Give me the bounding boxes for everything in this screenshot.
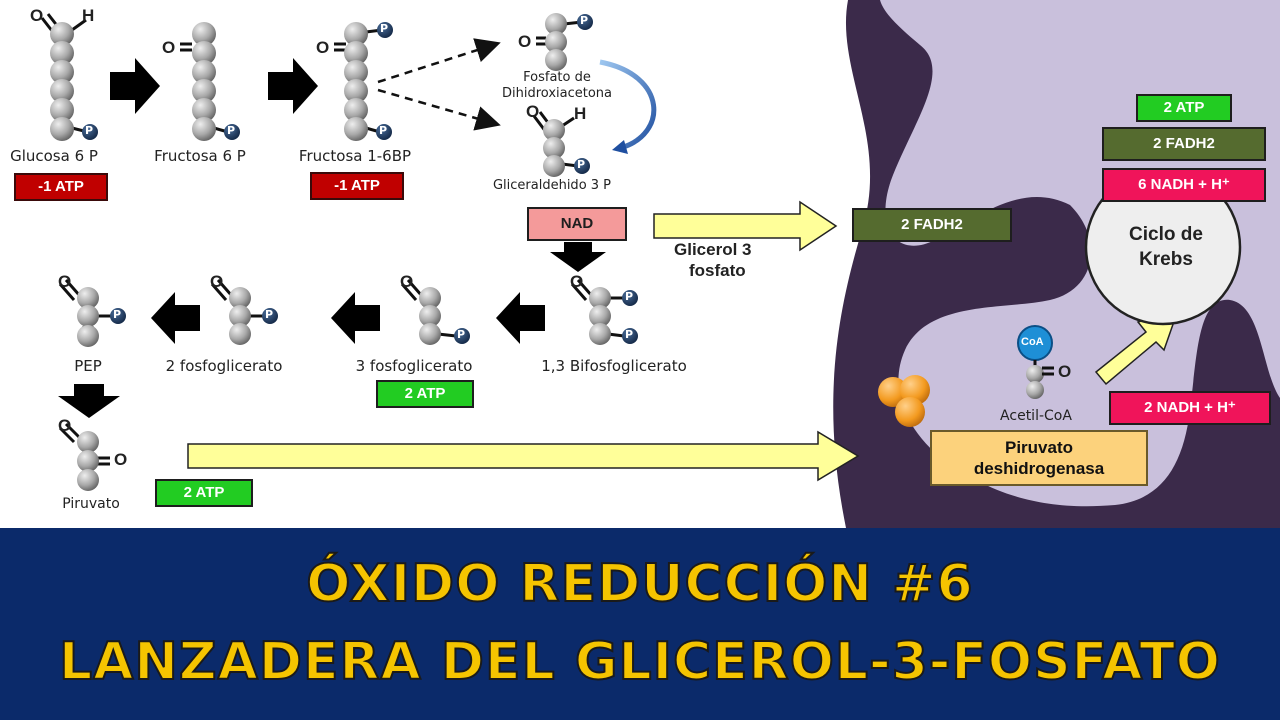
fructosa-16bp-molecule (334, 22, 393, 141)
acetilcoa-molecule (1017, 325, 1054, 399)
atom-p-2pg: P (265, 308, 274, 321)
label-gliceraldehido-3p: Gliceraldehido 3 P (492, 178, 612, 193)
glucosa-6p-molecule (40, 13, 98, 141)
step-arrow-2 (268, 58, 318, 114)
krebs-label-line2: Krebs (1139, 249, 1193, 270)
dashed-arrow-lower (377, 88, 501, 131)
mitochondrion-matrix (880, 0, 1280, 507)
atom-o-pep: O (58, 272, 72, 291)
fadh2-badge-shuttle: 2 FADH2 (852, 208, 1012, 242)
atom-o-g3p: O (526, 102, 540, 121)
piruvato-yellow-arrow (187, 430, 860, 482)
isomerase-curved-arrow (599, 59, 657, 151)
atom-p1-bpg: P (625, 290, 634, 303)
label-dhap-line2: Dihidroxiacetona (501, 86, 613, 101)
atp-gain-badge-piruvato: 2 ATP (155, 479, 253, 507)
step-arrow-6 (58, 384, 120, 418)
atom-o-dhap: O (518, 32, 532, 51)
nadh-badge-krebs: 6 NADH + H⁺ (1102, 168, 1266, 202)
label-dhap-line1: Fosfato de (523, 70, 591, 85)
acetilcoa-yellow-arrow (1094, 308, 1180, 386)
atp-cost-badge-1: -1 ATP (14, 173, 108, 201)
fructosa-6p-molecule (180, 22, 240, 141)
atp-badge-krebs: 2 ATP (1136, 94, 1232, 122)
atom-o-acetilcoa: O (1058, 362, 1072, 381)
atom-p-pep: P (113, 308, 122, 321)
label-fructosa-16bp: Fructosa 1-6BP (298, 147, 412, 165)
atp-cost-badge-2: -1 ATP (310, 172, 404, 200)
nad-down-arrow (550, 242, 606, 272)
atom-o-fructosa16bp: O (316, 38, 330, 57)
step-arrow-1 (110, 58, 160, 114)
atom-o-fructosa6p: O (162, 38, 176, 57)
label-bifosfoglicerato: 1,3 Bifosfoglicerato (541, 357, 687, 375)
step-arrow-5 (151, 292, 200, 344)
atom-p2-fructosa16bp: P (379, 124, 388, 137)
piruvato-molecule (58, 422, 110, 491)
step-arrow-3 (496, 292, 545, 344)
piruvato-deshidrogenasa-box: Piruvato deshidrogenasa (930, 430, 1148, 486)
label-acetil-coa: Acetil-CoA (1000, 408, 1072, 424)
atp-gain-badge-3pg: 2 ATP (376, 380, 474, 408)
atom-p1-fructosa16bp: P (380, 22, 389, 35)
gliceraldehido-3p-molecule (532, 111, 590, 177)
dashed-arrow-upper (377, 38, 501, 84)
pdh-label-line1: Piruvato (1004, 438, 1074, 457)
title-line1: ÓXIDO REDUCCIÓN #6 (305, 553, 974, 615)
atom-p-fructosa6p: P (227, 124, 236, 137)
atom-o-2pg: O (210, 272, 224, 291)
label-glicerol-3-fosfato-line1: Glicerol 3 (674, 240, 752, 259)
step-arrow-4 (331, 292, 380, 344)
label-glicerol-3-fosfato-line2: fosfato (689, 261, 746, 280)
dhap-molecule (536, 13, 593, 71)
atom-p-g3p: P (577, 158, 586, 171)
label-3-fosfoglicerato: 3 fosfoglicerato (355, 357, 473, 375)
glycolysis-diagram (40, 13, 1242, 491)
atom-o2-piruvato: O (114, 450, 128, 469)
bifosfoglicerato-molecule (570, 279, 638, 345)
2-fosfoglicerato-molecule (210, 279, 278, 345)
atom-h-g3p: H (574, 104, 587, 123)
atom-o1-piruvato: O (58, 416, 72, 435)
atom-h-glucosa: H (82, 6, 95, 25)
atom-o-bpg: O (570, 272, 584, 291)
label-piruvato: Piruvato (62, 496, 120, 512)
atom-coa: CoA (1021, 336, 1044, 348)
pdh-enzyme-cluster (878, 375, 930, 427)
3-fosfoglicerato-molecule (400, 279, 470, 345)
atom-p-glucosa: P (85, 124, 94, 137)
krebs-label-line1: Ciclo de (1129, 224, 1203, 245)
title-banner: ÓXIDO REDUCCIÓN #6 LANZADERA DEL GLICERO… (0, 528, 1280, 720)
atom-p-3pg: P (457, 328, 466, 341)
label-glucosa-6p: Glucosa 6 P (10, 147, 98, 165)
label-pep: PEP (74, 357, 102, 375)
label-2-fosfoglicerato: 2 fosfoglicerato (165, 357, 283, 375)
atom-p-dhap: P (580, 14, 589, 27)
nad-badge: NAD (527, 207, 627, 241)
glicerol-yellow-arrow (653, 200, 838, 252)
atom-o-3pg: O (400, 272, 414, 291)
nadh-badge-pdh: 2 NADH + H⁺ (1109, 391, 1271, 425)
fadh2-badge-krebs: 2 FADH2 (1102, 127, 1266, 161)
label-fructosa-6p: Fructosa 6 P (154, 147, 246, 165)
title-line2: LANZADERA DEL GLICEROL-3-FOSFATO (58, 631, 1222, 693)
atom-p2-bpg: P (625, 328, 634, 341)
atom-o-glucosa: O (30, 6, 44, 25)
pdh-label-line2: deshidrogenasa (973, 459, 1105, 478)
pep-molecule (58, 279, 126, 347)
